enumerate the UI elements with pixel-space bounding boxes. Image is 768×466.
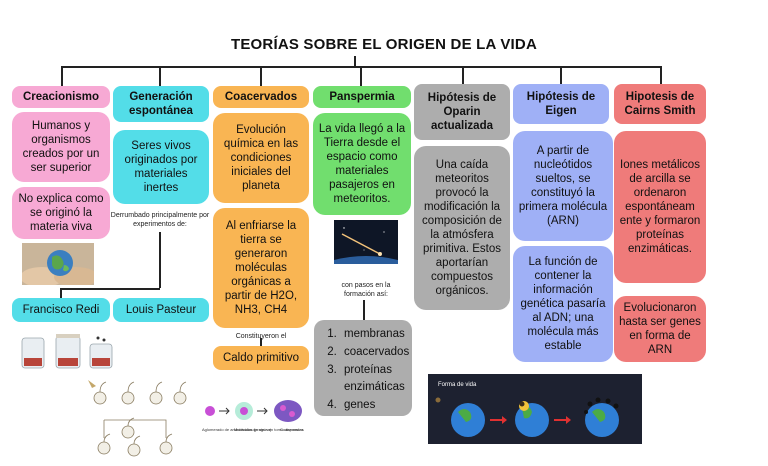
eigen-dna: La función de contener la información ge… [513, 246, 613, 362]
pasteur-flasks-image [82, 370, 194, 462]
connector-caldo [260, 338, 262, 346]
meteor-space-image [334, 220, 398, 264]
connector-drop [360, 66, 362, 86]
oparin-definition: Una caída meteoritos provocó la modifica… [414, 146, 510, 310]
generacion-definition: Seres vivos originados por materiales in… [113, 130, 209, 204]
connector-redi-pasteur [159, 232, 161, 288]
creacionismo-definition: Humanos y organismos creados por un ser … [12, 112, 110, 182]
connector-drop [159, 66, 161, 86]
oparin-header: Hipótesis de Oparin actualizada [414, 84, 510, 140]
creacionismo-critique: No explica como se originó la materia vi… [12, 187, 110, 239]
globe-hands-image [22, 243, 94, 285]
redi-box: Francisco Redi [12, 298, 110, 322]
formation-steps-list: membranas coacervados proteínas enzimáti… [314, 320, 412, 416]
generacion-note: Derrumbado principalmente por experiment… [110, 212, 210, 228]
coacervados-process: Al enfriarse la tierra se generaron molé… [213, 208, 309, 328]
panspermia-header: Panspermia [313, 86, 411, 108]
meteor-image-caption: Forma de vida [438, 382, 477, 388]
step-item: membranas [340, 326, 405, 344]
coacervate-label: Aglomerado de aminoácidos (proteína) [202, 427, 272, 432]
coacervate-formation-image: Aglomerado de aminoácidos (proteína) Mol… [200, 395, 310, 447]
coacervados-definition: Evolución química en las condiciones ini… [213, 113, 309, 203]
step-item: proteínas enzimáticas [340, 362, 405, 398]
panspermia-note: con pasos en la formación así: [341, 282, 391, 298]
coacervados-note: Constituyeron el [235, 333, 287, 340]
meteor-impact-image: Forma de vida [428, 374, 642, 444]
page-title: TEORÍAS SOBRE EL ORIGEN DE LA VIDA [230, 36, 537, 53]
creacionismo-header: Creacionismo [12, 86, 110, 108]
connector-steps [363, 300, 365, 320]
panspermia-definition: La vida llegó a la Tierra desde el espac… [313, 113, 411, 215]
step-item: coacervados [340, 344, 409, 362]
generacion-header: Generación espontánea [113, 86, 209, 122]
connector-trunk [354, 56, 356, 66]
connector-drop [660, 66, 662, 86]
coacervate-label: Moléculas de agua en torno dispuestas [234, 427, 304, 432]
coacervate-label: Coacervados [280, 427, 304, 432]
cairns-header: Hipotesis de Cairns Smith [614, 84, 706, 124]
eigen-header: Hipótesis de Eigen [513, 84, 609, 124]
connector-drop [462, 66, 464, 86]
pasteur-box: Louis Pasteur [113, 298, 209, 322]
cairns-genes: Evolucionaron hasta ser genes en forma d… [614, 296, 706, 362]
connector-drop [61, 66, 63, 86]
connector-redi-pasteur [60, 288, 62, 298]
connector-drop [560, 66, 562, 86]
caldo-primitivo-box: Caldo primitivo [213, 346, 309, 370]
connector-drop [260, 66, 262, 86]
cairns-definition: Iones metálicos de arcilla se ordenaron … [614, 131, 706, 283]
step-item: genes [340, 397, 402, 415]
redi-jars-image [16, 330, 120, 376]
coacervados-header: Coacervados [213, 86, 309, 108]
connector-redi-pasteur [60, 288, 160, 290]
eigen-definition: A partir de nucleótidos sueltos, se cons… [513, 131, 613, 241]
